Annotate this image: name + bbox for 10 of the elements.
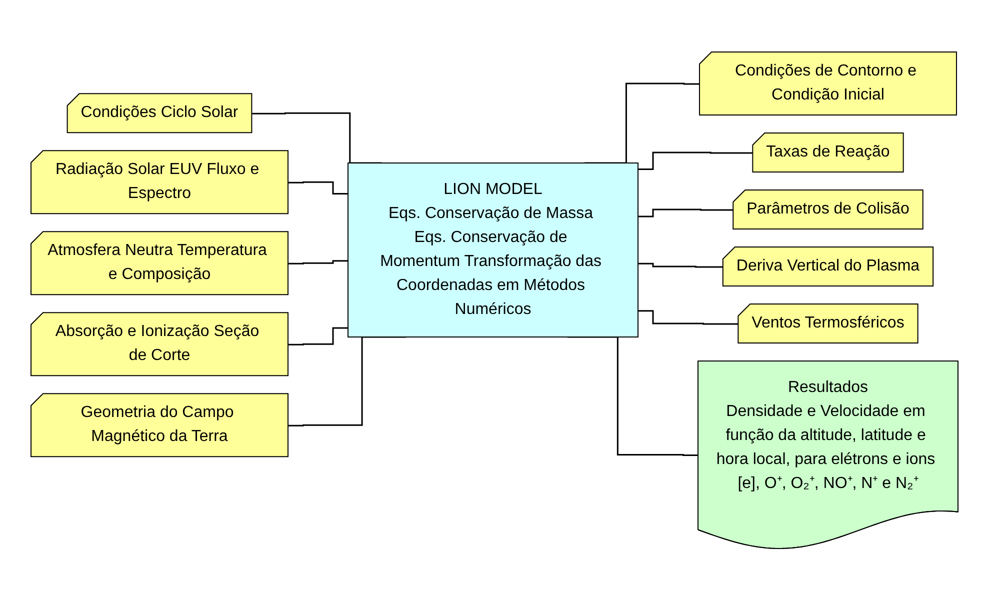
- connector: [638, 209, 734, 218]
- connector: [252, 112, 382, 164]
- connector: [638, 310, 738, 325]
- node-box: LION MODEL Eqs. Conservação de Massa Eqs. Conservação de Momentum Transformação das Coordenadas em Métodos Numéricos: [347, 162, 638, 338]
- connector: [584, 83, 700, 164]
- connector: [288, 328, 348, 346]
- connector: [288, 182, 348, 195]
- connector: [638, 263, 723, 268]
- connector: [638, 152, 753, 170]
- connector: [288, 260, 348, 265]
